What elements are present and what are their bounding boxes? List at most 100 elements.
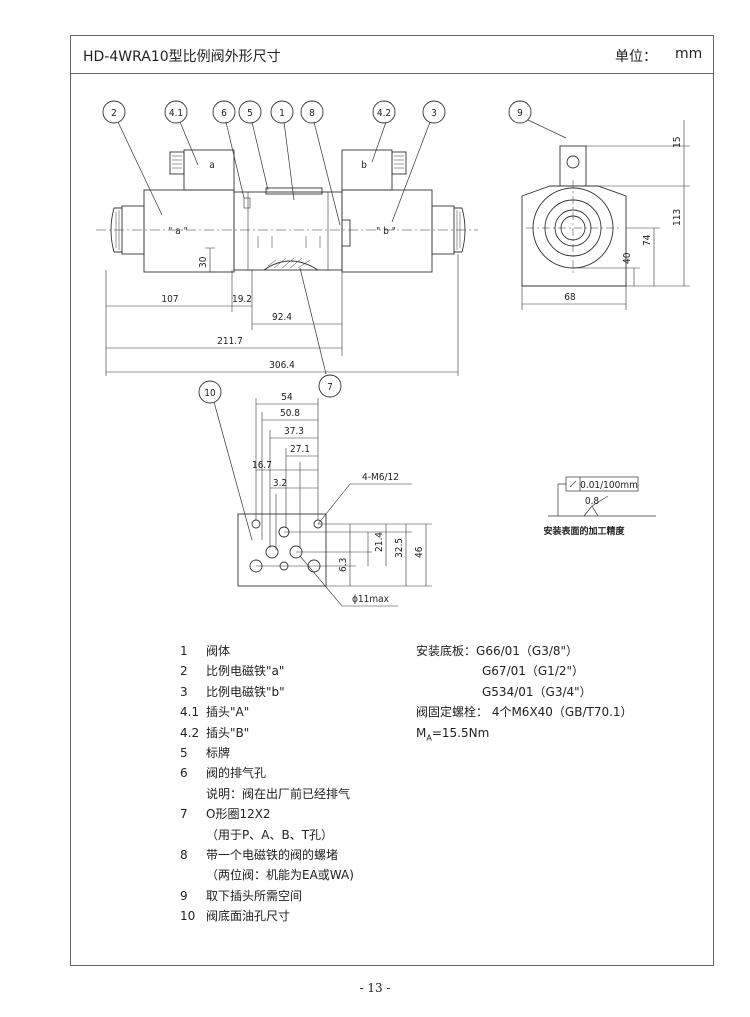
balloon-5-label: 5 [247, 108, 253, 119]
balloon-9: 9 [508, 100, 532, 124]
balloon-8: 8 [300, 100, 324, 124]
legend-item-text: 标牌 [206, 745, 231, 760]
dim-15: 15 [672, 137, 683, 148]
balloon-10-label: 10 [204, 388, 216, 399]
side-view: 2 4.1 6 5 1 8 4.2 3 [96, 100, 478, 398]
dim-50-8: 50.8 [280, 408, 300, 419]
legend-item-text: 取下插头所需空间 [206, 888, 303, 903]
tightening-torque: MA=15.5Nm [416, 725, 490, 742]
legend-item-text: 阀体 [206, 644, 231, 658]
legend-item: 6 阀的排气孔 [180, 763, 354, 783]
legend-item-number: 4.1 [180, 705, 200, 720]
dim-107: 107 [161, 294, 178, 305]
balloon-7-label: 7 [327, 382, 333, 393]
subplate-1: G66/01（G3/8"） [476, 644, 579, 658]
balloon-6: 6 [212, 100, 236, 124]
balloon-6-label: 6 [221, 108, 227, 119]
dim-21-4: 21.4 [374, 532, 385, 552]
balloon-4-2-label: 4.2 [377, 108, 391, 119]
legend-item-text: 带一个电磁铁的阀的螺堵 [206, 847, 339, 862]
legend-item-text: 阀的排气孔 [206, 766, 267, 781]
port-diameter: ϕ11max [352, 594, 390, 605]
dim-16-7: 16.7 [252, 460, 272, 471]
end-view: 9 15 113 74 40 68 [508, 100, 690, 310]
legend-item-text: 插头"A" [206, 705, 250, 720]
solenoid-a-label: " a " [168, 226, 188, 237]
legend-item: 9 取下插头所需空间 [180, 886, 354, 906]
balloon-2: 2 [102, 100, 126, 124]
legend-item-text: 比例电磁铁"b" [206, 684, 285, 699]
fixing-bolts: 阀固定螺栓： 4个M6X40（GB/T70.1） [416, 705, 633, 720]
legend-item-text: （用于P、A、B、T孔） [206, 827, 334, 842]
legend-item: 7 O形圈12X2 [180, 804, 354, 824]
legend-item-number: 4.2 [180, 725, 200, 740]
unit-value: mm [675, 46, 703, 62]
legend-item-text: 插头"B" [206, 725, 250, 740]
legend-item-text: 阀底面油孔尺寸 [206, 909, 291, 924]
dim-3-2: 3.2 [273, 478, 287, 489]
balloon-3-label: 3 [431, 108, 437, 119]
dim-306-4: 306.4 [269, 360, 295, 371]
page-number: - 13 - [359, 981, 391, 995]
dim-32-5: 32.5 [394, 538, 405, 558]
dim-40: 40 [622, 252, 633, 264]
surface-finish-symbol: 0.01/100mm 0.8 安装表面的加工精度 [543, 476, 656, 537]
balloon-9-label: 9 [517, 108, 523, 119]
legend-item-text: 比例电磁铁"a" [206, 664, 285, 679]
solenoid-b: " b " [341, 189, 466, 273]
subplate-label: 安装底板： [416, 644, 477, 658]
legend-item: （用于P、A、B、T孔） [180, 825, 354, 845]
roughness-value: 0.8 [585, 496, 600, 507]
legend-item-number: 6 [180, 766, 188, 781]
legend-item-number: 9 [180, 888, 188, 903]
legend-item: 4.2 插头"B" [180, 723, 354, 743]
dim-92-4: 92.4 [272, 312, 292, 323]
dim-46: 46 [414, 546, 425, 558]
page-title: HD-4WRA10型比例阀外形尺寸 [83, 49, 281, 65]
dim-19-2: 19.2 [232, 294, 252, 305]
plug-b-label: b [361, 160, 367, 171]
dim-68: 68 [564, 292, 576, 303]
drawing-frame: HD-4WRA10型比例阀外形尺寸 单位： mm [70, 35, 714, 966]
dim-113: 113 [672, 209, 683, 226]
legend-item: 说明：阀在出厂前已经排气 [180, 784, 354, 804]
legend-item-text: O形圈12X2 [206, 807, 271, 822]
balloon-8-label: 8 [309, 108, 315, 119]
solenoid-a: " a " [110, 189, 235, 273]
unit-label: 单位： [615, 49, 657, 65]
dim-37-3: 37.3 [284, 426, 304, 437]
legend-item: 10 阀底面油孔尺寸 [180, 906, 354, 926]
title-bar: HD-4WRA10型比例阀外形尺寸 单位： mm [71, 36, 713, 74]
legend-item-number: 7 [180, 807, 188, 822]
balloon-5: 5 [238, 100, 262, 124]
legend-item: 2 比例电磁铁"a" [180, 661, 354, 681]
balloon-3: 3 [422, 100, 446, 124]
legend-item-text: 说明：阀在出厂前已经排气 [206, 786, 351, 801]
screw-callout: 4-M6/12 [362, 472, 399, 483]
balloon-1: 1 [270, 100, 294, 124]
plug-a-label: a [209, 160, 215, 171]
balloon-1-label: 1 [279, 108, 285, 119]
dim-54: 54 [281, 392, 293, 403]
balloon-10: 10 [198, 380, 222, 404]
surface-finish-caption: 安装表面的加工精度 [543, 525, 625, 537]
dim-74: 74 [642, 234, 653, 246]
plug-b: b [341, 149, 407, 191]
dim-6-3: 6.3 [338, 558, 349, 572]
solenoid-b-label: " b " [376, 226, 396, 237]
plug-a: a [169, 149, 235, 191]
balloon-4-1: 4.1 [164, 100, 188, 124]
legend-item-number: 2 [180, 664, 188, 679]
subplate-2: G67/01（G1/2"） [482, 664, 585, 679]
side-view-dimensions [105, 250, 459, 376]
port-view: 10 54 50.8 37.3 27.1 16.7 3.2 4-M6/12 [198, 380, 432, 607]
balloon-4-1-label: 4.1 [169, 108, 183, 119]
dim-30: 30 [198, 256, 209, 268]
legend-item-number: 10 [180, 909, 196, 924]
